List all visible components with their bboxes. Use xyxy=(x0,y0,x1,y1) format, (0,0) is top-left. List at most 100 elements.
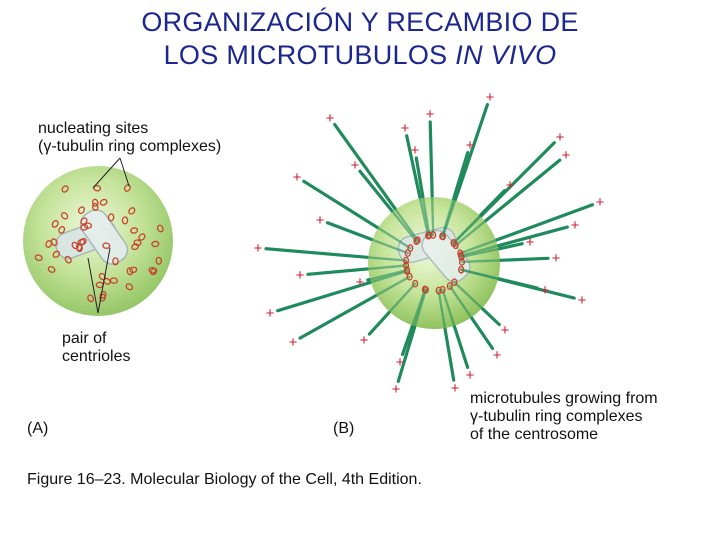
nucleating-site-ring xyxy=(403,261,410,270)
microtubule-inner xyxy=(454,219,487,247)
panel-b-inner-stubs xyxy=(367,195,502,330)
centrioles-label: pair of centrioles xyxy=(62,330,130,366)
nucleating-site-ring xyxy=(457,251,465,260)
microtubules-label-line-3: of the centrosome xyxy=(470,426,599,443)
nucleating-site-ring xyxy=(71,241,79,250)
panel-b-letter: (B) xyxy=(333,420,355,437)
microtubule-inner xyxy=(371,238,409,255)
nucleating-label-line-2: (γ-tubulin ring complexes) xyxy=(38,138,222,155)
microtubule-inner xyxy=(388,282,417,313)
plus-end-marker: + xyxy=(293,169,302,186)
microtubule-inner xyxy=(369,270,409,284)
nucleating-site-ring xyxy=(451,278,458,287)
plus-end-marker: + xyxy=(401,120,410,137)
microtubule-inner xyxy=(431,195,435,237)
microtubule-inner xyxy=(459,238,498,255)
nucleating-site-ring xyxy=(92,202,99,212)
nucleating-site-ring xyxy=(151,240,160,248)
nucleating-site-ring xyxy=(404,249,411,257)
plus-end-marker: + xyxy=(289,334,298,351)
microtubule-inner xyxy=(441,288,456,327)
nucleating-site-ring xyxy=(426,231,433,240)
microtubule-inner xyxy=(368,268,409,281)
nucleating-site-ring xyxy=(92,198,99,207)
nucleating-site-ring xyxy=(450,239,457,247)
microtubule-inner xyxy=(441,198,455,238)
plus-end-marker: + xyxy=(556,129,565,146)
microtubule-inner xyxy=(394,208,419,242)
nucleating-site-ring xyxy=(422,285,429,294)
nucleating-site-ring xyxy=(435,286,442,295)
plus-end-marker: + xyxy=(451,380,460,397)
panel-a-letter: (A) xyxy=(27,420,49,437)
nucleating-label-line-1: nucleating sites xyxy=(38,120,149,137)
microtubule-inner xyxy=(375,275,411,297)
microtubule-inner xyxy=(453,281,484,310)
nucleating-site-ring xyxy=(58,226,66,234)
nucleating-site-ring xyxy=(121,216,129,225)
nucleating-site-ring xyxy=(156,224,164,233)
plus-end-marker: + xyxy=(356,274,365,291)
panel-a-centrosome xyxy=(23,166,173,316)
title-line-2-text: LOS MICROTUBULOS xyxy=(163,40,456,70)
nucleating-site-ring xyxy=(413,237,420,246)
microtubule-inner xyxy=(460,268,500,280)
plus-end-marker: + xyxy=(392,381,401,398)
microtubule-inner xyxy=(452,214,482,245)
nucleating-site-ring xyxy=(133,239,142,247)
nucleating-site-ring xyxy=(150,267,158,276)
plus-end-marker: + xyxy=(316,212,325,229)
nucleating-site-ring xyxy=(148,266,157,274)
centrioles-label-line-2: centrioles xyxy=(62,348,131,365)
nucleating-site-ring xyxy=(430,231,437,239)
nucleating-site-ring xyxy=(138,233,146,241)
nucleating-site-ring xyxy=(403,266,410,274)
plus-end-marker: + xyxy=(466,137,475,154)
microtubule-inner xyxy=(448,284,473,319)
plus-end-marker: + xyxy=(360,332,369,349)
plus-end-marker: + xyxy=(351,157,360,174)
nucleating-sites-label: nucleating sites (γ-tubulin ring complex… xyxy=(38,120,221,156)
microtubule-inner xyxy=(376,226,412,250)
panel-b-centrosome: ++++++++++++++++++++++++++++++ xyxy=(254,89,605,398)
microtubules-label: microtubules growing from γ-tubulin ring… xyxy=(470,390,658,444)
microtubules-label-line-2: γ-tubulin ring complexes xyxy=(470,408,643,425)
microtubule-inner xyxy=(413,288,428,328)
microtubule-inner xyxy=(367,264,408,271)
pointer-lines xyxy=(87,157,130,314)
nucleating-site-ring xyxy=(107,213,115,222)
nucleating-site-ring xyxy=(64,255,72,264)
nucleating-site-ring xyxy=(403,256,410,265)
nucleating-site-ring xyxy=(412,279,419,288)
microtubule-inner xyxy=(411,288,427,327)
plus-end-marker: + xyxy=(493,347,502,364)
title-line-1: ORGANIZACIÓN Y RECAMBIO DE xyxy=(141,7,579,37)
nucleating-site-ring xyxy=(50,238,58,247)
nucleating-site-ring xyxy=(80,217,88,225)
microtubule-inner xyxy=(460,259,502,264)
nucleating-site-ring xyxy=(155,256,163,265)
nucleating-site-ring xyxy=(61,185,69,193)
microtubule-inner xyxy=(367,256,408,262)
panel-b-plus-ends: ++++++++++++++++++++++++++++++ xyxy=(254,89,605,398)
nucleating-site-ring xyxy=(78,206,85,215)
plus-end-marker: + xyxy=(501,322,510,339)
nucleating-site-ring xyxy=(130,227,139,234)
nucleating-site-ring xyxy=(99,198,108,206)
plus-end-marker: + xyxy=(426,106,435,123)
plus-end-marker: + xyxy=(541,282,550,299)
plus-end-marker: + xyxy=(552,250,561,267)
plus-end-marker: + xyxy=(296,267,305,284)
nucleating-site-ring xyxy=(45,240,53,248)
nucleating-site-ring xyxy=(51,220,59,228)
centrioles-label-line-1: pair of xyxy=(62,330,107,347)
microtubule-inner xyxy=(421,196,431,237)
microtubule-inner xyxy=(459,244,499,257)
nucleating-site-ring xyxy=(439,232,446,241)
nucleating-site-ring xyxy=(60,212,69,220)
plus-end-marker: + xyxy=(486,89,495,106)
nucleating-site-ring xyxy=(446,282,453,290)
microtubule-inner xyxy=(418,197,430,237)
nucleating-site-ring xyxy=(87,294,95,303)
nucleating-site-ring xyxy=(47,266,56,273)
